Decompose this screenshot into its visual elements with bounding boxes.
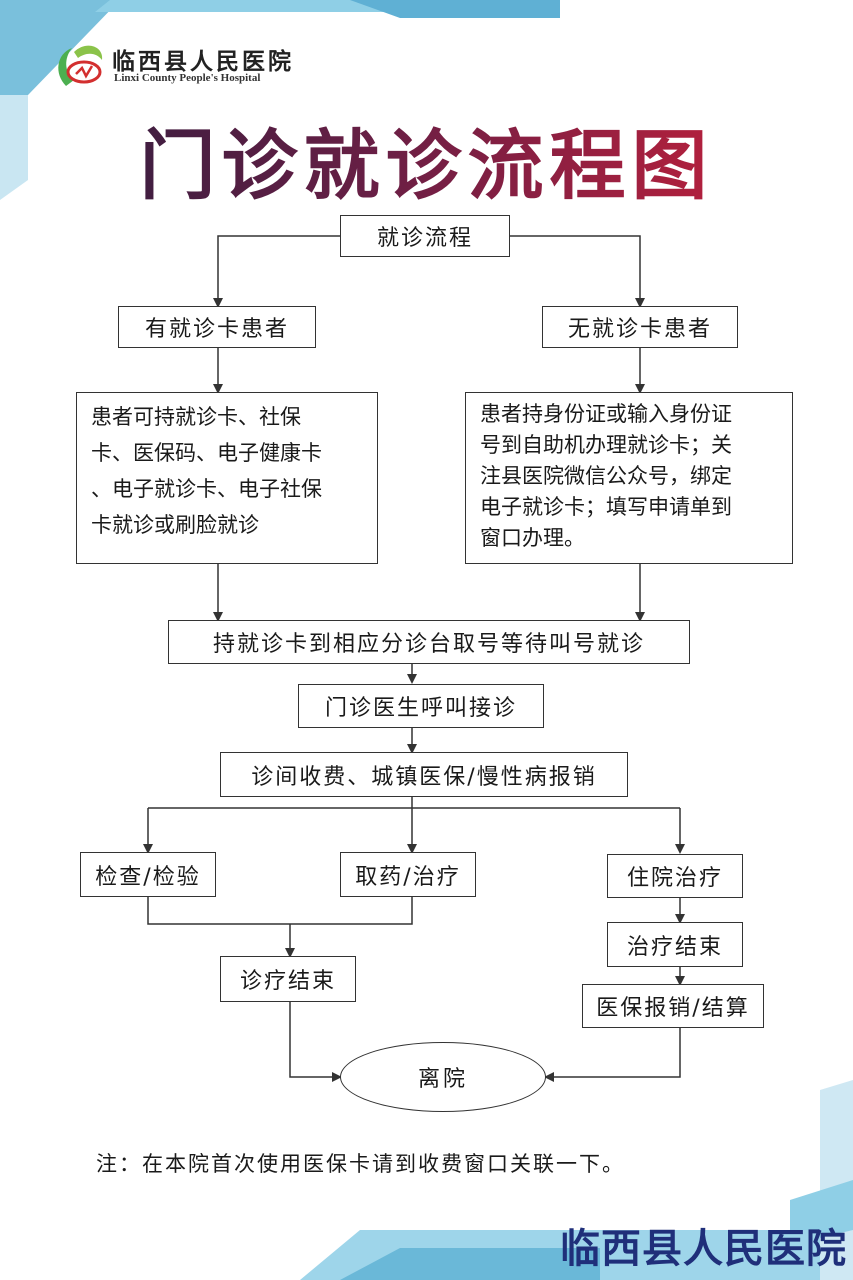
- medicine-box: 取药/治疗: [340, 852, 476, 897]
- top-decoration: [0, 0, 560, 200]
- page-title: 门诊就诊流程图: [0, 104, 853, 214]
- diagnosis-end-box: 诊疗结束: [220, 956, 356, 1002]
- without-card-desc-line: 窗口办理。: [480, 526, 585, 550]
- with-card-desc-line: 卡就诊或刷脸就诊: [91, 513, 259, 537]
- with-card-desc-line: 、电子就诊卡、电子社保: [91, 477, 322, 501]
- with-card-desc-box: 患者可持就诊卡、社保 卡、医保码、电子健康卡 、电子就诊卡、电子社保 卡就诊或刷…: [76, 392, 378, 564]
- hospitalize-box: 住院治疗: [607, 854, 743, 898]
- logo-english-name: Linxi County People's Hospital: [114, 72, 261, 84]
- treatment-end-box: 治疗结束: [607, 922, 743, 967]
- settlement-box: 医保报销/结算: [582, 984, 764, 1028]
- with-card-desc-line: 患者可持就诊卡、社保: [91, 405, 301, 429]
- hospital-logo: 临西县人民医院 Linxi County People's Hospital: [52, 40, 322, 92]
- doctor-call-box: 门诊医生呼叫接诊: [298, 684, 544, 728]
- exam-box: 检查/检验: [80, 852, 216, 897]
- without-card-desc-line: 号到自助机办理就诊卡；关: [480, 433, 732, 457]
- logo-chinese-name: 临西县人民医院: [112, 48, 294, 75]
- without-card-desc-box: 患者持身份证或输入身份证 号到自助机办理就诊卡；关 注县医院微信公众号，绑定 电…: [465, 392, 793, 564]
- without-card-desc-line: 电子就诊卡；填写申请单到: [480, 495, 732, 519]
- bottom-decoration: [300, 1080, 853, 1280]
- hospital-emblem-icon: [58, 45, 103, 86]
- leave-ellipse: 离院: [340, 1042, 546, 1112]
- without-card-box: 无就诊卡患者: [542, 306, 738, 348]
- footnote: 注：在本院首次使用医保卡请到收费窗口关联一下。: [96, 1152, 625, 1176]
- flow-start-box: 就诊流程: [340, 215, 510, 257]
- queue-box: 持就诊卡到相应分诊台取号等待叫号就诊: [168, 620, 690, 664]
- without-card-desc-line: 注县医院微信公众号，绑定: [480, 464, 732, 488]
- without-card-desc-line: 患者持身份证或输入身份证: [480, 402, 732, 426]
- billing-box: 诊间收费、城镇医保/慢性病报销: [220, 752, 628, 797]
- with-card-box: 有就诊卡患者: [118, 306, 316, 348]
- footer-hospital-name: 临西县人民医院: [560, 1226, 847, 1272]
- with-card-desc-line: 卡、医保码、电子健康卡: [91, 441, 322, 465]
